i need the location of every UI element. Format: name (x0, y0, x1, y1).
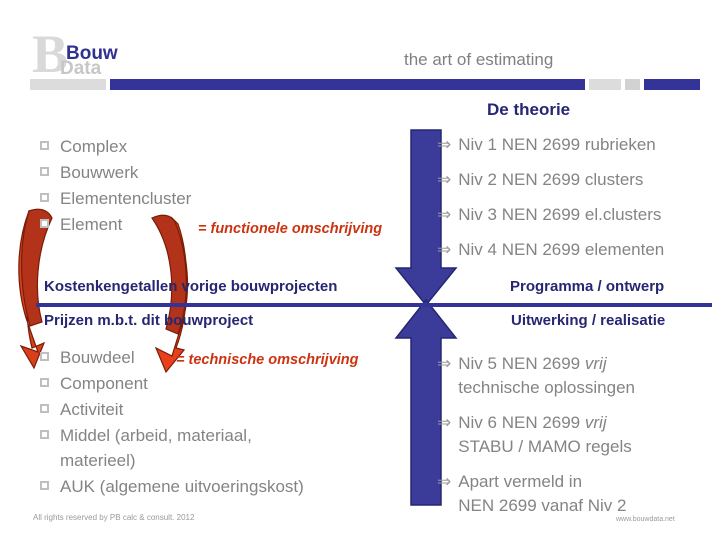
double-arrow-right-icon: ⇒ (437, 135, 452, 154)
double-arrow-right-icon: ⇒ (437, 472, 452, 491)
list-item-label: Element (60, 215, 123, 234)
header-bar-segment-blue-main (110, 79, 585, 90)
middle-label-left-above: Kostenkengetallen vorige bouwprojecten (44, 278, 338, 295)
label-post: STABU / MAMO regels (458, 437, 632, 456)
middle-label-right-above: Programma / ontwerp (510, 278, 665, 295)
double-arrow-right-icon: ⇒ (437, 170, 452, 189)
list-item-label: Niv 4 NEN 2699 elementen (458, 240, 665, 259)
header-bar-segment-gray-mid (589, 79, 621, 90)
list-item-label: Middel (arbeid, materiaal, materieel) (60, 426, 252, 470)
list-item: Elementencluster (40, 186, 380, 211)
header-bar-segment-blue-right (644, 79, 700, 90)
list-item: Bouwwerk (40, 160, 380, 185)
list-item: ⇒ Niv 6 NEN 2699 vrij STABU / MAMO regel… (437, 411, 720, 459)
footer-website: www.bouwdata.net (616, 516, 675, 523)
list-item-label: Niv 3 NEN 2699 el.clusters (458, 205, 662, 224)
list-item: Activiteit (40, 397, 400, 422)
middle-divider-line (36, 303, 712, 307)
right-bottom-arrow-list: ⇒ Niv 5 NEN 2699 vrij technische oplossi… (437, 352, 720, 529)
header-bar-segment-gray-left (30, 79, 106, 90)
square-bullet-icon (40, 404, 49, 413)
list-item: Element (40, 212, 380, 237)
list-item-label: Niv 5 NEN 2699 vrij technische oplossing… (458, 352, 635, 400)
logo-text-bouw: Bouw (66, 43, 118, 64)
list-item-label: Niv 6 NEN 2699 vrij STABU / MAMO regels (458, 411, 632, 459)
list-item-label: Niv 2 NEN 2699 clusters (458, 170, 644, 189)
list-item-label: AUK (algemene uitvoeringskost) (60, 477, 304, 496)
double-arrow-right-icon: ⇒ (437, 413, 452, 432)
bouwdata-logo: B Data Bouw (30, 24, 150, 84)
list-item: Complex (40, 134, 380, 159)
left-top-bullet-list: Complex Bouwwerk Elementencluster Elemen… (40, 134, 380, 238)
double-arrow-right-icon: ⇒ (437, 205, 452, 224)
square-bullet-icon (40, 378, 49, 387)
square-bullet-icon (40, 219, 49, 228)
list-item: Component (40, 371, 400, 396)
square-bullet-icon (40, 352, 49, 361)
label-pre: Niv 5 NEN 2699 (458, 354, 585, 373)
list-item: Middel (arbeid, materiaal, materieel) (40, 423, 400, 473)
footer-copyright: All rights reserved by PB calc & consult… (33, 513, 195, 522)
double-arrow-right-icon: ⇒ (437, 240, 452, 259)
logo-watermark-letter: B (32, 24, 68, 84)
header-bar-segment-gray-small (625, 79, 640, 90)
right-top-arrow-list: ⇒ Niv 1 NEN 2699 rubrieken ⇒ Niv 2 NEN 2… (437, 133, 720, 273)
middle-label-left-below: Prijzen m.b.t. dit bouwproject (44, 312, 254, 329)
list-item: AUK (algemene uitvoeringskost) (40, 474, 400, 499)
label-post: technische oplossingen (458, 378, 635, 397)
list-item-label: Activiteit (60, 400, 124, 419)
list-item-label: Complex (60, 137, 128, 156)
label-emphasis: vrij (584, 354, 607, 373)
page-title: De theorie (487, 100, 571, 119)
list-item-label: Niv 1 NEN 2699 rubrieken (458, 135, 656, 154)
square-bullet-icon (40, 167, 49, 176)
square-bullet-icon (40, 193, 49, 202)
list-item-label: Bouwwerk (60, 163, 139, 182)
list-item-label: Bouwdeel (60, 348, 135, 367)
middle-label-right-below: Uitwerking / realisatie (511, 312, 666, 329)
annotation-technical: = technische omschrijving (176, 352, 359, 368)
label-pre: Apart vermeld in NEN 2699 vanaf Niv 2 (458, 472, 627, 515)
list-item-label: Apart vermeld in NEN 2699 vanaf Niv 2 (458, 470, 626, 518)
list-item: ⇒ Niv 3 NEN 2699 el.clusters (437, 203, 720, 227)
list-item: ⇒ Niv 5 NEN 2699 vrij technische oplossi… (437, 352, 720, 400)
label-emphasis: vrij (584, 413, 607, 432)
list-item: ⇒ Niv 1 NEN 2699 rubrieken (437, 133, 720, 157)
list-item: ⇒ Apart vermeld in NEN 2699 vanaf Niv 2 (437, 470, 720, 518)
list-item-label: Elementencluster (60, 189, 192, 208)
list-item: Bouwdeel (40, 345, 400, 370)
double-arrow-right-icon: ⇒ (437, 354, 452, 373)
annotation-functional: = functionele omschrijving (198, 221, 383, 237)
logo-text-data: Data (60, 58, 102, 79)
square-bullet-icon (40, 141, 49, 150)
square-bullet-icon (40, 430, 49, 439)
list-item: ⇒ Niv 2 NEN 2699 clusters (437, 168, 720, 192)
square-bullet-icon (40, 481, 49, 490)
list-item: ⇒ Niv 4 NEN 2699 elementen (437, 238, 720, 262)
list-item-label: Component (60, 374, 148, 393)
header-tagline: the art of estimating (404, 50, 554, 69)
label-pre: Niv 6 NEN 2699 (458, 413, 585, 432)
left-bottom-bullet-list: Bouwdeel Component Activiteit Middel (ar… (40, 345, 400, 500)
